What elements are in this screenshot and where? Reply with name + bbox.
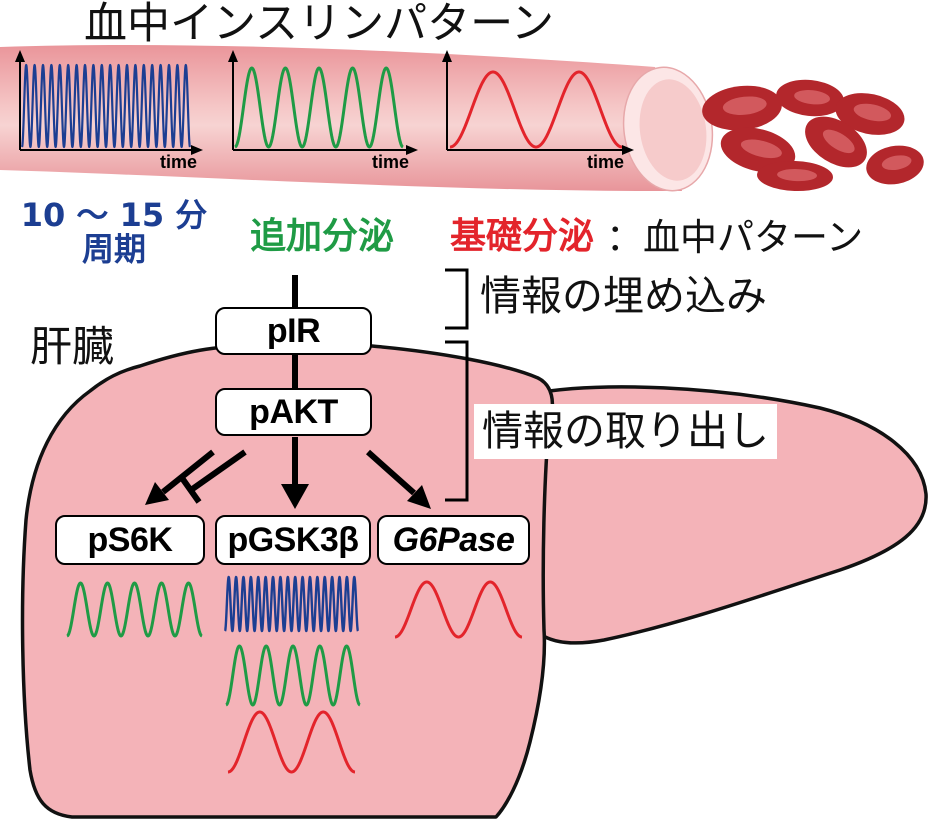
- arrowhead-pgsk3b-icon: [281, 484, 309, 509]
- red-blood-cell: [805, 116, 867, 168]
- extraction-label: 情報の取り出し: [474, 404, 777, 459]
- node-ps6k: pS6K: [55, 515, 205, 565]
- y-axis-arrow-icon: [228, 50, 238, 62]
- red-blood-cell: [776, 79, 844, 117]
- arrowhead-g6pase-icon: [407, 485, 431, 509]
- red-blood-cells: [702, 79, 924, 192]
- period-caption: 周期: [81, 229, 146, 268]
- x-axis-arrow-icon: [191, 145, 203, 155]
- red-blood-cell-center: [853, 103, 892, 122]
- y-axis-arrow-icon: [15, 50, 25, 62]
- arrowhead-ps6k-icon: [145, 482, 169, 505]
- red-blood-cell-center: [822, 129, 855, 154]
- red-blood-cell: [702, 85, 782, 131]
- red-blood-cell-center: [881, 155, 912, 171]
- red-blood-cell: [835, 93, 905, 135]
- inhibition-bar: [179, 476, 202, 504]
- added-secretion-label: 追加分泌: [250, 216, 395, 257]
- y-axis-arrow-icon: [442, 50, 452, 62]
- plot-axis-label-pulsatile: time: [160, 152, 198, 172]
- wave-pgsk3b-blue: [223, 575, 360, 633]
- period-label: 10 〜 15 分 周期: [14, 196, 214, 268]
- wave-added-green: [234, 66, 404, 149]
- node-pir: pIR: [215, 307, 372, 355]
- vessel-opening-lumen: [639, 79, 707, 181]
- red-blood-cell: [866, 145, 924, 185]
- red-blood-cell: [757, 160, 833, 192]
- red-blood-cell-center: [722, 96, 767, 115]
- arrow-pakt-to-ps6k: [161, 449, 215, 495]
- brackets: [445, 268, 469, 502]
- wave-pgsk3b-green: [225, 644, 361, 707]
- blood-pattern-label: ：血中パターン: [606, 216, 864, 259]
- bracket-embedding: [445, 268, 469, 330]
- basal-secretion-label: 基礎分泌: [450, 216, 595, 257]
- plot-axes-basal: [442, 50, 634, 155]
- red-blood-cell: [720, 127, 796, 173]
- organ-label: 肝臓: [30, 322, 115, 371]
- bracket-extraction: [445, 340, 469, 502]
- node-g6pase: G6Pase: [377, 515, 530, 565]
- plot-axis-label-basal: time: [587, 152, 625, 172]
- red-blood-cell-center: [740, 139, 782, 159]
- wave-basal-red: [449, 70, 623, 149]
- wave-g6pase-red: [394, 580, 523, 639]
- plot-axes-pulsatile: [15, 50, 203, 155]
- wave-ps6k-green: [66, 581, 203, 638]
- inhibition-pakt-to-ps6k: [189, 449, 247, 493]
- x-axis-arrow-icon: [406, 145, 418, 155]
- pathway-connectors: [161, 275, 416, 504]
- node-pakt: pAKT: [215, 388, 372, 436]
- plot-axis-label-added: time: [372, 152, 410, 172]
- wave-pulsatile-blue: [20, 63, 192, 149]
- arrow-pakt-to-g6pase: [366, 449, 416, 496]
- plot-axes-added: [228, 50, 418, 155]
- period-value: 10 〜 15 分: [20, 196, 208, 234]
- node-pgsk3b: pGSK3β: [215, 515, 371, 565]
- embedding-label: 情報の埋め込み: [480, 272, 767, 320]
- red-blood-cell-center: [794, 90, 831, 105]
- x-axis-arrow-icon: [622, 145, 634, 155]
- wave-pgsk3b-red: [227, 710, 356, 774]
- red-blood-cell-center: [777, 169, 818, 182]
- page-title: 血中インスリンパターン: [84, 0, 554, 49]
